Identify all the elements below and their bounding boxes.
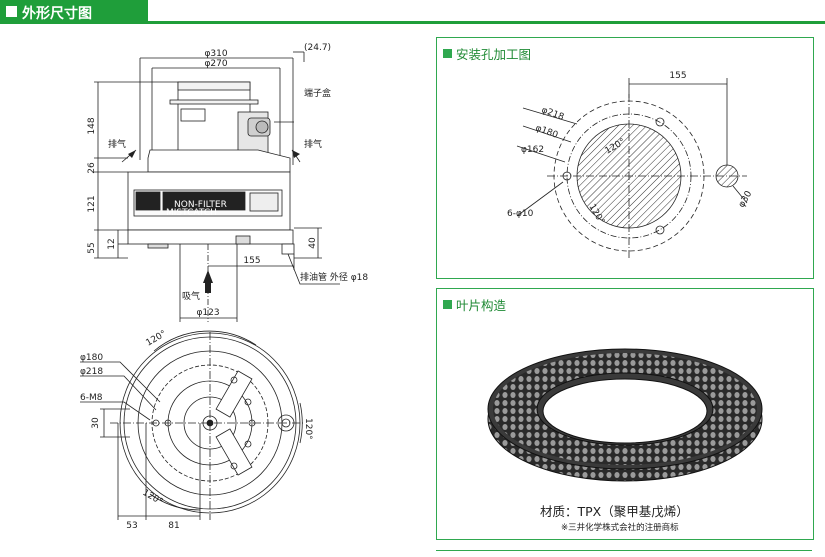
section-header: 外形尺寸图 — [0, 0, 825, 24]
section-header-bar: 外形尺寸图 — [0, 0, 148, 24]
mount-hole-title-text: 安装孔加工图 — [456, 47, 532, 62]
brand-main: MISTCATCH — [166, 208, 217, 218]
dim-phi123: φ123 — [196, 308, 219, 318]
mount-dim-phi162: φ162 — [521, 145, 544, 155]
dimension-drawing: φ310 φ270 (24.7) 端子盒 排气 排气 MISTCATCH NON… — [80, 43, 368, 531]
mount-dim-holes: 6-φ10 — [507, 209, 534, 219]
dim-148: 148 — [87, 117, 97, 134]
dim-12: 12 — [107, 238, 117, 249]
label-exhaust-left: 排气 — [108, 138, 126, 150]
top-view — [80, 330, 305, 520]
top-dim-phi180: φ180 — [80, 353, 103, 363]
label-exhaust-right: 排气 — [304, 138, 322, 150]
header-underline — [148, 21, 825, 24]
top-dim-53: 53 — [126, 521, 137, 531]
next-panel-edge — [436, 550, 812, 557]
blade-ring-illustration — [487, 348, 763, 482]
blade-title: 叶片构造 — [443, 295, 506, 314]
intake-arrow-icon — [203, 270, 213, 283]
mount-dim-phi218: φ218 — [540, 105, 565, 122]
dim-24-7: (24.7) — [304, 43, 331, 53]
top-dim-30: 30 — [91, 417, 101, 429]
dim-26: 26 — [87, 162, 97, 174]
dim-121: 121 — [87, 195, 97, 212]
label-drain: 排油管 外径 φ18 — [300, 271, 368, 283]
top-angle-bottom: 120° — [141, 488, 165, 508]
label-intake: 吸气 — [182, 290, 200, 302]
blade-title-text: 叶片构造 — [456, 298, 507, 313]
top-angle-right: 120° — [303, 418, 313, 440]
mount-dim-155: 155 — [669, 71, 686, 81]
dim-55: 55 — [87, 242, 97, 253]
square-icon — [443, 300, 452, 309]
dim-phi270: φ270 — [204, 59, 227, 69]
mount-dim-phi180: φ180 — [534, 123, 559, 140]
mount-hole-drawing: 155 φ218 φ180 φ162 6-φ10 φ30 120° 120° — [507, 71, 754, 260]
material-label: 材质：TPX（聚甲基戊烯） — [540, 504, 689, 519]
top-dim-81: 81 — [168, 521, 179, 531]
mount-hole-title: 安装孔加工图 — [443, 44, 531, 63]
top-dim-m8: 6-M8 — [80, 393, 103, 403]
dim-40: 40 — [308, 237, 318, 249]
trademark-note: ※三井化学株式会社的注册商标 — [561, 523, 679, 533]
label-terminal-box: 端子盒 — [304, 87, 331, 99]
mount-hole-panel: 安装孔加工图 155 φ218 φ180 — [436, 37, 814, 279]
side-view — [94, 51, 340, 322]
section-title: 外形尺寸图 — [22, 6, 92, 22]
mount-dim-phi30: φ30 — [737, 189, 754, 209]
brand-sub: NON-FILTER — [174, 200, 227, 210]
dim-155: 155 — [243, 256, 260, 266]
dim-phi310: φ310 — [204, 49, 227, 59]
top-dim-phi218: φ218 — [80, 367, 103, 377]
blade-panel: 叶片构造 材质：TPX（聚甲基戊烯） ※三井化学株式会社的注册商标 — [436, 288, 814, 540]
square-icon — [443, 49, 452, 58]
square-icon — [6, 6, 17, 17]
